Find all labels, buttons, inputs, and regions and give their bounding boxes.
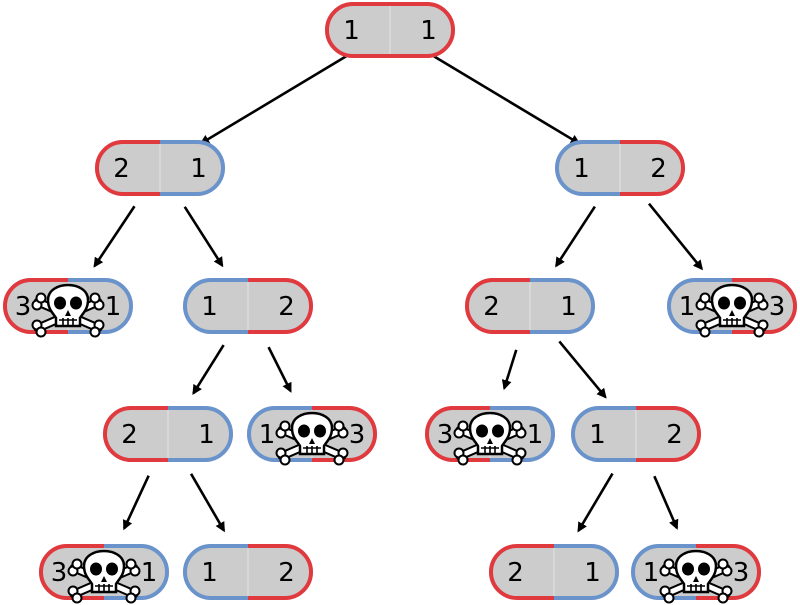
division-arrow — [199, 52, 352, 145]
left-pole-age: 1 — [679, 292, 696, 322]
right-pole-age: 1 — [420, 16, 437, 46]
cell-left-pole — [183, 278, 248, 334]
left-pole-age: 1 — [573, 154, 590, 184]
cell-right-pole — [68, 278, 133, 334]
right-pole-age: 1 — [105, 292, 122, 322]
right-pole-age: 2 — [278, 292, 295, 322]
division-arrow — [558, 340, 607, 399]
division-arrow — [93, 205, 136, 268]
arrows-layer — [93, 52, 704, 533]
left-pole-age: 3 — [51, 558, 68, 588]
cell-right-pole — [530, 278, 595, 334]
division-arrow — [123, 475, 150, 531]
cell-right-pole — [620, 140, 685, 196]
division-arrow — [267, 346, 292, 393]
cell-left-pole — [39, 544, 104, 600]
left-pole-age: 1 — [643, 558, 660, 588]
right-pole-age: 3 — [733, 558, 750, 588]
cell-left-pole — [247, 406, 312, 462]
cell-left-pole — [465, 278, 530, 334]
cell-right-pole — [248, 544, 313, 600]
left-pole-age: 2 — [483, 292, 500, 322]
cell-left-pole — [183, 544, 248, 600]
left-pole-age: 2 — [113, 154, 130, 184]
cell-left-pole — [555, 140, 620, 196]
right-pole-age: 1 — [560, 292, 577, 322]
division-arrow — [189, 473, 226, 533]
left-pole-age: 1 — [201, 292, 218, 322]
left-pole-age: 1 — [343, 16, 360, 46]
division-arrow — [555, 205, 596, 268]
right-pole-age: 3 — [769, 292, 786, 322]
cell-left-pole — [95, 140, 160, 196]
right-pole-age: 1 — [190, 154, 207, 184]
cell-left-pole — [489, 544, 554, 600]
division-arrow — [183, 206, 224, 268]
right-pole-age: 2 — [278, 558, 295, 588]
cell-left-pole — [325, 2, 390, 58]
cell-left-pole — [103, 406, 168, 462]
division-arrow — [428, 52, 581, 145]
division-arrow — [192, 344, 225, 395]
right-pole-age: 1 — [198, 420, 215, 450]
division-arrow — [647, 202, 704, 271]
left-pole-age: 1 — [201, 558, 218, 588]
left-pole-age: 3 — [15, 292, 32, 322]
cell-left-pole — [3, 278, 68, 334]
cell-right-pole — [490, 406, 555, 462]
right-pole-age: 1 — [584, 558, 601, 588]
cell-right-pole — [168, 406, 233, 462]
cell-right-pole — [160, 140, 225, 196]
division-arrow — [653, 475, 679, 530]
cell-right-pole — [312, 406, 377, 462]
right-pole-age: 3 — [349, 420, 366, 450]
cell-right-pole — [248, 278, 313, 334]
cell-right-pole — [554, 544, 619, 600]
division-arrow — [501, 349, 518, 391]
right-pole-age: 2 — [650, 154, 667, 184]
cell-right-pole — [390, 2, 455, 58]
cell-right-pole — [732, 278, 797, 334]
left-pole-age: 1 — [589, 420, 606, 450]
left-pole-age: 1 — [259, 420, 276, 450]
cell-right-pole — [636, 406, 701, 462]
right-pole-age: 1 — [141, 558, 158, 588]
cell-left-pole — [667, 278, 732, 334]
right-pole-age: 2 — [666, 420, 683, 450]
cell-left-pole — [571, 406, 636, 462]
left-pole-age: 2 — [507, 558, 524, 588]
cell-right-pole — [104, 544, 169, 600]
left-pole-age: 3 — [437, 420, 454, 450]
cell-left-pole — [425, 406, 490, 462]
right-pole-age: 1 — [527, 420, 544, 450]
left-pole-age: 2 — [121, 420, 138, 450]
division-arrow — [577, 472, 614, 533]
cell-right-pole — [696, 544, 761, 600]
cell-left-pole — [631, 544, 696, 600]
